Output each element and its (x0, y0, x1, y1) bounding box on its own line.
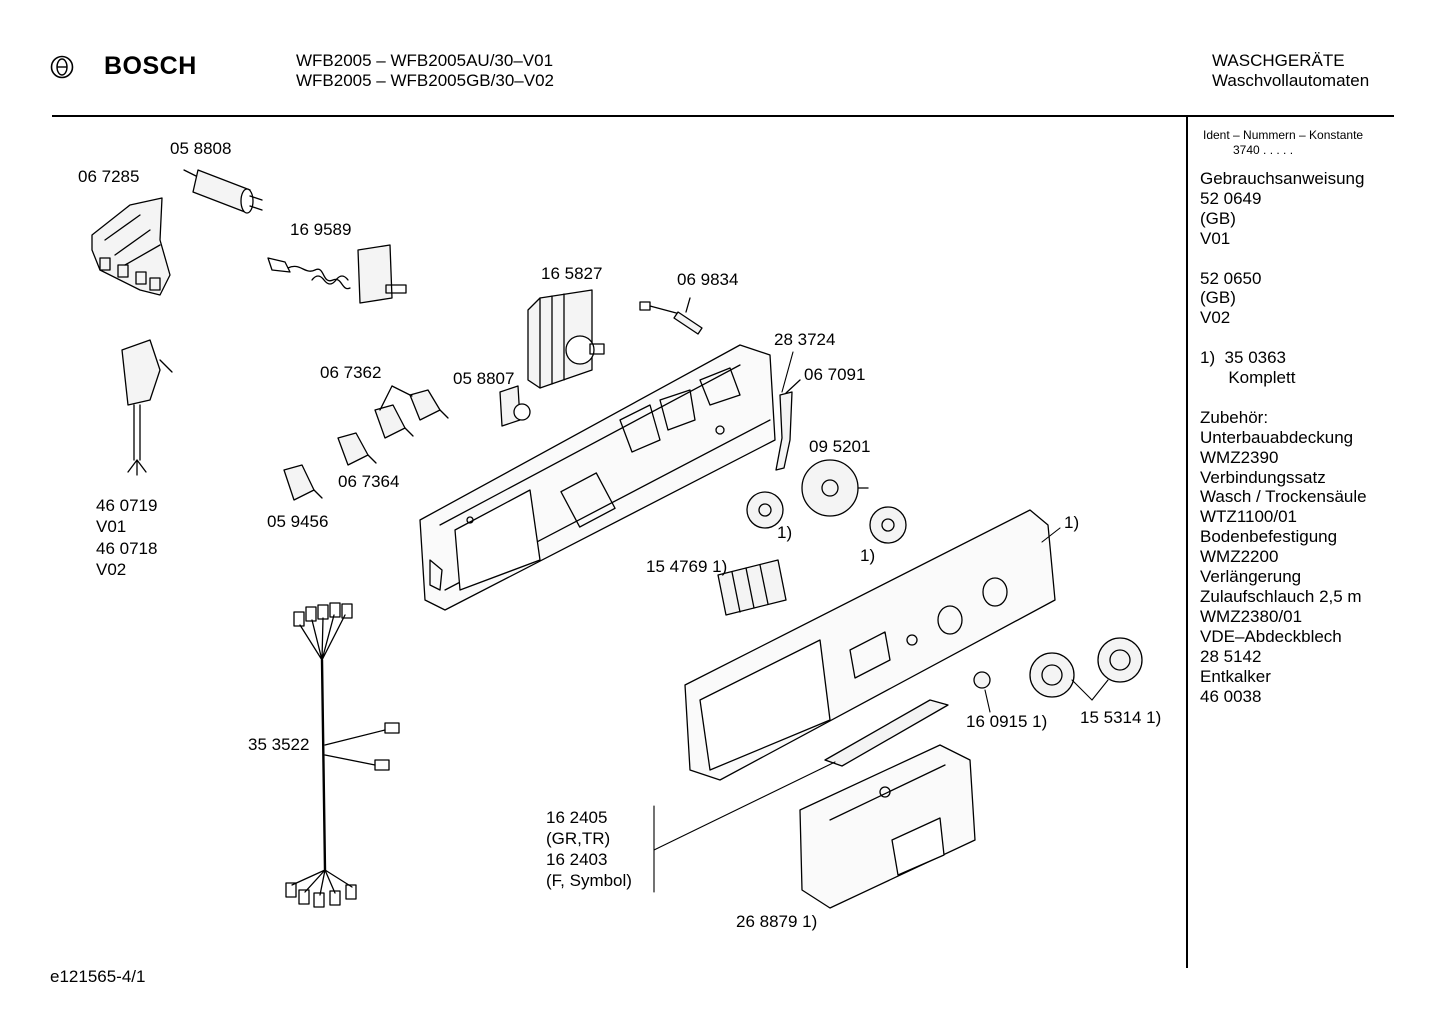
sidebar-line: 52 0650 (1200, 268, 1262, 288)
wiring-harness-part (285, 602, 400, 908)
ident-title: Ident – Nummern – Konstante (1203, 128, 1364, 142)
label-strip-part (824, 699, 949, 767)
sidebar-line: WMZ2390 (1200, 447, 1279, 467)
sidebar-line: 46 0038 (1200, 686, 1262, 706)
drawer-handle-part (799, 744, 976, 909)
category-title: WASCHGERÄTE (1212, 51, 1345, 70)
category-subtitle: Waschvollautomaten (1212, 71, 1370, 90)
sidebar-line: Unterbauabdeckung (1200, 427, 1354, 447)
header-rule (52, 115, 1394, 117)
model-line-1: WFB2005 – WFB2005AU/30–V01 (296, 51, 554, 70)
part-label-095201: 09 5201 (809, 437, 871, 456)
sidebar-rule (1186, 116, 1188, 968)
thermostat-part (267, 244, 407, 304)
sidebar-line: Verbindungssatz (1200, 467, 1326, 487)
capacitor-part (183, 169, 263, 214)
lamp-part (639, 297, 703, 335)
sidebar-line (1200, 328, 1400, 348)
sidebar-notes: Gebrauchsanweisung 52 0649 (GB) V01 52 0… (1200, 169, 1400, 706)
bosch-logo-icon (50, 55, 74, 79)
ident-value: 3740 . . . . . (1233, 143, 1294, 157)
sidebar-line: Bodenbefestigung (1200, 527, 1338, 547)
part-label-162405-line1: 16 2405 (546, 808, 608, 827)
sidebar-line: Verlängerung (1200, 567, 1302, 587)
part-label-160915: 16 0915 1) (966, 712, 1048, 731)
sidebar-line: WTZ1100/01 (1200, 507, 1298, 527)
sidebar-line: V02 (1200, 308, 1231, 328)
mains-plug-part (121, 339, 173, 476)
sidebar-line: (GB) (1200, 288, 1236, 308)
part-label-069834: 06 9834 (677, 270, 739, 289)
sidebar-line: 52 0649 (1200, 188, 1262, 208)
sidebar-line: WMZ2200 (1200, 547, 1279, 567)
sidebar-line: Komplett (1200, 368, 1296, 388)
part-label-059456: 05 9456 (267, 512, 329, 531)
part-label-154769: 15 4769 1) (646, 557, 728, 576)
knob-base-part (746, 459, 907, 544)
sidebar-line (1200, 388, 1400, 408)
part-label-155314: 15 5314 1) (1080, 708, 1162, 727)
potentiometer-part (499, 385, 531, 427)
footnote-ref-2: 1) (1064, 513, 1080, 532)
part-label-162405-line4: (F, Symbol) (546, 871, 632, 890)
sidebar-line: 1) 35 0363 (1200, 348, 1287, 368)
cable-label-line2: V01 (96, 517, 127, 536)
part-label-058807: 05 8807 (453, 369, 515, 388)
part-label-353522: 35 3522 (248, 735, 310, 754)
brand-logo: BOSCH (104, 52, 197, 80)
part-label-169589: 16 9589 (290, 220, 352, 239)
sidebar-line: V01 (1200, 228, 1231, 248)
part-label-067285: 06 7285 (78, 167, 140, 186)
part-label-162405-line3: 16 2403 (546, 850, 608, 869)
part-label-058808: 05 8808 (170, 139, 232, 158)
sidebar-line: Gebrauchsanweisung (1200, 169, 1365, 188)
part-label-067362: 06 7362 (320, 363, 382, 382)
sidebar-line: VDE–Abdeckblech (1200, 626, 1342, 646)
exploded-view-drawing (91, 169, 1143, 909)
sidebar-line: Wasch / Trockensäule (1200, 487, 1367, 507)
footer-code: e121565-4/1 (50, 967, 146, 986)
part-label-162405-line2: (GR,TR) (546, 829, 611, 848)
cable-label-line1: 46 0719 (96, 496, 158, 515)
footnote-ref-1: 1) (777, 523, 793, 542)
cable-label-line3: 46 0718 (96, 539, 158, 558)
sidebar-line (1200, 249, 1400, 269)
sidebar-line: Zubehör: (1200, 407, 1269, 427)
model-line-2: WFB2005 – WFB2005GB/30–V02 (296, 71, 554, 90)
sidebar-line: Zulaufschlauch 2,5 m (1200, 586, 1362, 606)
knob-part (973, 637, 1143, 698)
part-label-067364: 06 7364 (338, 472, 400, 491)
part-label-067091: 06 7091 (804, 365, 866, 384)
timer-part (527, 289, 605, 389)
sidebar-line: (GB) (1200, 208, 1236, 228)
bracket-part (91, 197, 171, 296)
front-fascia-part (684, 509, 1056, 781)
sidebar-line: Entkalker (1200, 666, 1271, 686)
cable-label-line4: V02 (96, 560, 127, 579)
part-label-268879: 26 8879 1) (736, 912, 818, 931)
leader-lines (653, 351, 1109, 893)
lever-part (775, 379, 801, 471)
panel-frame-part (419, 344, 776, 611)
footnote-ref-3: 1) (860, 546, 876, 565)
part-label-283724: 28 3724 (774, 330, 836, 349)
push-switch-part (283, 385, 449, 501)
part-label-165827: 16 5827 (541, 264, 603, 283)
sidebar-line: 28 5142 (1200, 646, 1262, 666)
button-block-part (717, 559, 787, 616)
sidebar-line: WMZ2380/01 (1200, 606, 1303, 626)
